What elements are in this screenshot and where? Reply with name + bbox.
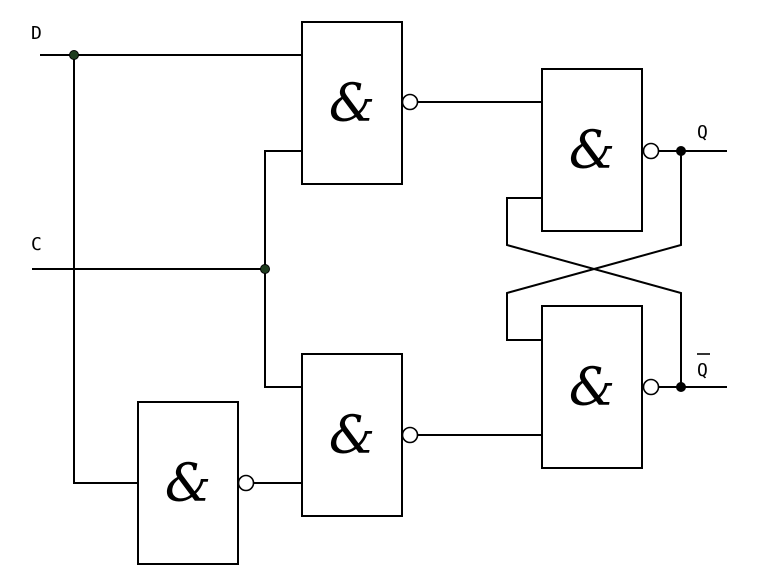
junction-d bbox=[69, 50, 79, 60]
gate-and-dbar-symbol: & bbox=[329, 406, 375, 466]
gate-and-dbar: & bbox=[301, 353, 419, 517]
wires bbox=[32, 54, 727, 484]
junction-qbar bbox=[676, 382, 686, 392]
gate-and-dbar-inversion-bubble bbox=[401, 426, 419, 444]
junction-c bbox=[260, 264, 270, 274]
wire-d-to-inverter bbox=[73, 55, 138, 484]
gate-inverter-symbol: & bbox=[165, 454, 211, 514]
label-d: D bbox=[31, 23, 42, 44]
gate-latch-qbar: & bbox=[541, 305, 660, 469]
gate-latch-q-symbol: & bbox=[569, 121, 615, 181]
gate-latch-qbar-inversion-bubble bbox=[642, 378, 660, 396]
gate-latch-qbar-symbol: & bbox=[569, 358, 615, 418]
wire-feedback-q bbox=[506, 151, 682, 341]
label-q-bar: Q bbox=[697, 360, 708, 381]
label-c: C bbox=[31, 234, 42, 255]
gate-inverter-inversion-bubble bbox=[237, 474, 255, 492]
gate-and-d: & bbox=[301, 21, 419, 185]
label-q: Q bbox=[697, 122, 708, 143]
gate-latch-q: & bbox=[541, 68, 660, 232]
gate-inverter: & bbox=[137, 401, 255, 565]
junctions bbox=[69, 50, 686, 392]
wire-c-to-gate2 bbox=[264, 269, 302, 388]
junction-q bbox=[676, 146, 686, 156]
wire-c-to-gate1 bbox=[264, 150, 302, 269]
gate-and-d-inversion-bubble bbox=[401, 93, 419, 111]
wire-feedback-qbar bbox=[506, 197, 682, 387]
gate-and-d-symbol: & bbox=[329, 74, 375, 134]
gate-latch-q-inversion-bubble bbox=[642, 142, 660, 160]
